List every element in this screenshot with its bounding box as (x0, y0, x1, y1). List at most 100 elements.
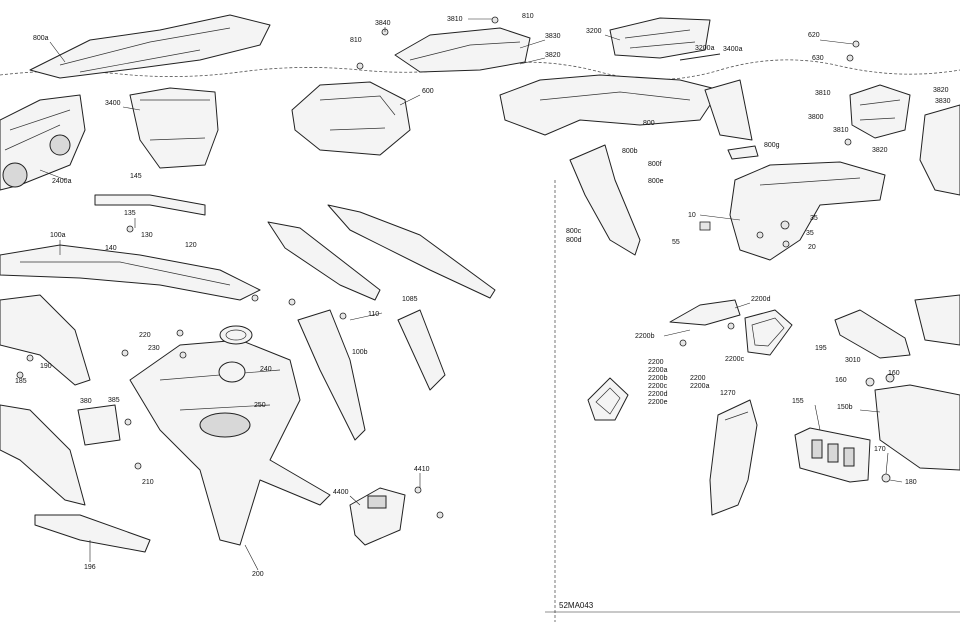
callout-3400a: 3400a (723, 46, 743, 53)
part-195-rail (834, 309, 911, 359)
part-3800-side-bracket (849, 84, 911, 139)
callout-3810: 3810 (815, 90, 831, 97)
callout-160: 160 (888, 370, 900, 377)
callout-800f: 800f (648, 161, 662, 168)
callout-810: 810 (350, 37, 362, 44)
callout-1270: 1270 (720, 390, 736, 397)
part-145-trim-strip (94, 194, 206, 216)
callout-170: 170 (874, 446, 886, 453)
callout-620: 620 (808, 32, 820, 39)
part-3400-storage-tub (129, 87, 219, 169)
callout-630: 630 (812, 55, 824, 62)
callout-3010: 3010 (845, 357, 861, 364)
callout-800a: 800a (33, 35, 49, 42)
callout-800b: 800b (622, 148, 638, 155)
part-196-step-plate (34, 514, 151, 553)
leader-lines (39, 18, 903, 571)
part-100b-rear-panel (297, 309, 366, 441)
part-800a-side-panel (29, 14, 271, 79)
callout-210: 210 (142, 479, 154, 486)
callout-2200b: 2200b (635, 333, 655, 340)
callout-250: 250 (254, 402, 266, 409)
callout-800: 800 (643, 120, 655, 127)
callout-190: 190 (40, 363, 52, 370)
callout-3200a: 3200a (695, 45, 715, 52)
callout-196: 196 (84, 564, 96, 571)
part-4400-control-box (349, 487, 406, 546)
callout-2200-pair: 2200 2200a (690, 375, 710, 390)
callout-160: 160 (835, 377, 847, 384)
callout-155: 155 (792, 398, 804, 405)
callout-2400a: 2400a (52, 178, 72, 185)
callout-145: 145 (130, 173, 142, 180)
callout-10: 10 (688, 212, 696, 219)
part-2400a-headlight-assembly (0, 94, 86, 191)
part-2200b-mirror-bracket (669, 299, 741, 326)
callout-800e: 800e (648, 178, 664, 185)
part-380-bracket (77, 404, 121, 446)
callout-100a: 100a (50, 232, 66, 239)
part-600-dash-panel (291, 81, 411, 156)
diagram-reference-code: 52MA043 (559, 601, 594, 610)
callout-3830: 3830 (935, 98, 951, 105)
callout-140: 140 (105, 245, 117, 252)
part-250-ring (218, 361, 246, 383)
callout-35: 35 (806, 230, 814, 237)
callout-3820: 3820 (933, 87, 949, 94)
callout-230: 230 (148, 345, 160, 352)
callout-810: 810 (522, 13, 534, 20)
callout-800g: 800g (764, 142, 780, 149)
part-150b-front-skirt (865, 373, 960, 483)
callout-3810: 3810 (447, 16, 463, 23)
callout-2200c: 2200c (725, 356, 745, 363)
part-left-lower-guard (0, 404, 86, 506)
part-1270-windscreen (709, 399, 758, 516)
part-3840-3810-top-cover (356, 16, 531, 73)
callout-55: 55 (672, 239, 680, 246)
callout-240: 240 (260, 366, 272, 373)
callout-3830: 3830 (545, 33, 561, 40)
callout-35: 35 (810, 215, 818, 222)
callout-135: 135 (124, 210, 136, 217)
callout-3820: 3820 (872, 147, 888, 154)
callout-185: 185 (15, 378, 27, 385)
callout-150b: 150b (837, 404, 853, 411)
callout-3400: 3400 (105, 100, 121, 107)
part-right-edge-cover (919, 104, 960, 196)
callout-4400: 4400 (333, 489, 349, 496)
callout-600: 600 (422, 88, 434, 95)
part-10-nose-cone (729, 161, 886, 261)
callout-20: 20 (808, 244, 816, 251)
callout-130: 130 (141, 232, 153, 239)
callout-110: 110 (368, 311, 379, 318)
callout-3840: 3840 (375, 20, 391, 27)
part-240-ring-seal (219, 325, 253, 345)
callout-385: 385 (108, 397, 120, 404)
part-800b-800c-vertical-panel (569, 144, 641, 256)
part-left-front-panel (0, 294, 91, 386)
part-side-skirt-left (267, 221, 381, 301)
part-200-rear-body (129, 339, 331, 546)
callout-labels: 800a 3840 3810 810 810 3830 3820 3200 32… (15, 13, 951, 578)
part-155-grille (794, 427, 871, 483)
part-800g-lens (727, 145, 759, 160)
part-620-630-fasteners (846, 40, 860, 62)
callout-2200-list: 2200 2200a 2200b 2200c 2200d 2200e (648, 359, 669, 406)
part-right-upper-panel (914, 294, 960, 346)
callout-800c: 800c (566, 228, 582, 235)
callout-3820: 3820 (545, 52, 561, 59)
part-100a-lower-panel (0, 244, 261, 301)
callout-180: 180 (905, 479, 917, 486)
part-800-front-fairing (499, 74, 753, 141)
callout-800d: 800d (566, 237, 582, 244)
callout-2200d: 2200d (751, 296, 771, 303)
callout-100b: 100b (352, 349, 368, 356)
callout-3800: 3800 (808, 114, 824, 121)
part-1085-cover (397, 309, 446, 391)
part-55-clip (699, 221, 711, 231)
callout-380: 380 (80, 398, 92, 405)
callout-195: 195 (815, 345, 827, 352)
part-3200-glove-box (609, 17, 721, 61)
callout-4410: 4410 (414, 466, 430, 473)
